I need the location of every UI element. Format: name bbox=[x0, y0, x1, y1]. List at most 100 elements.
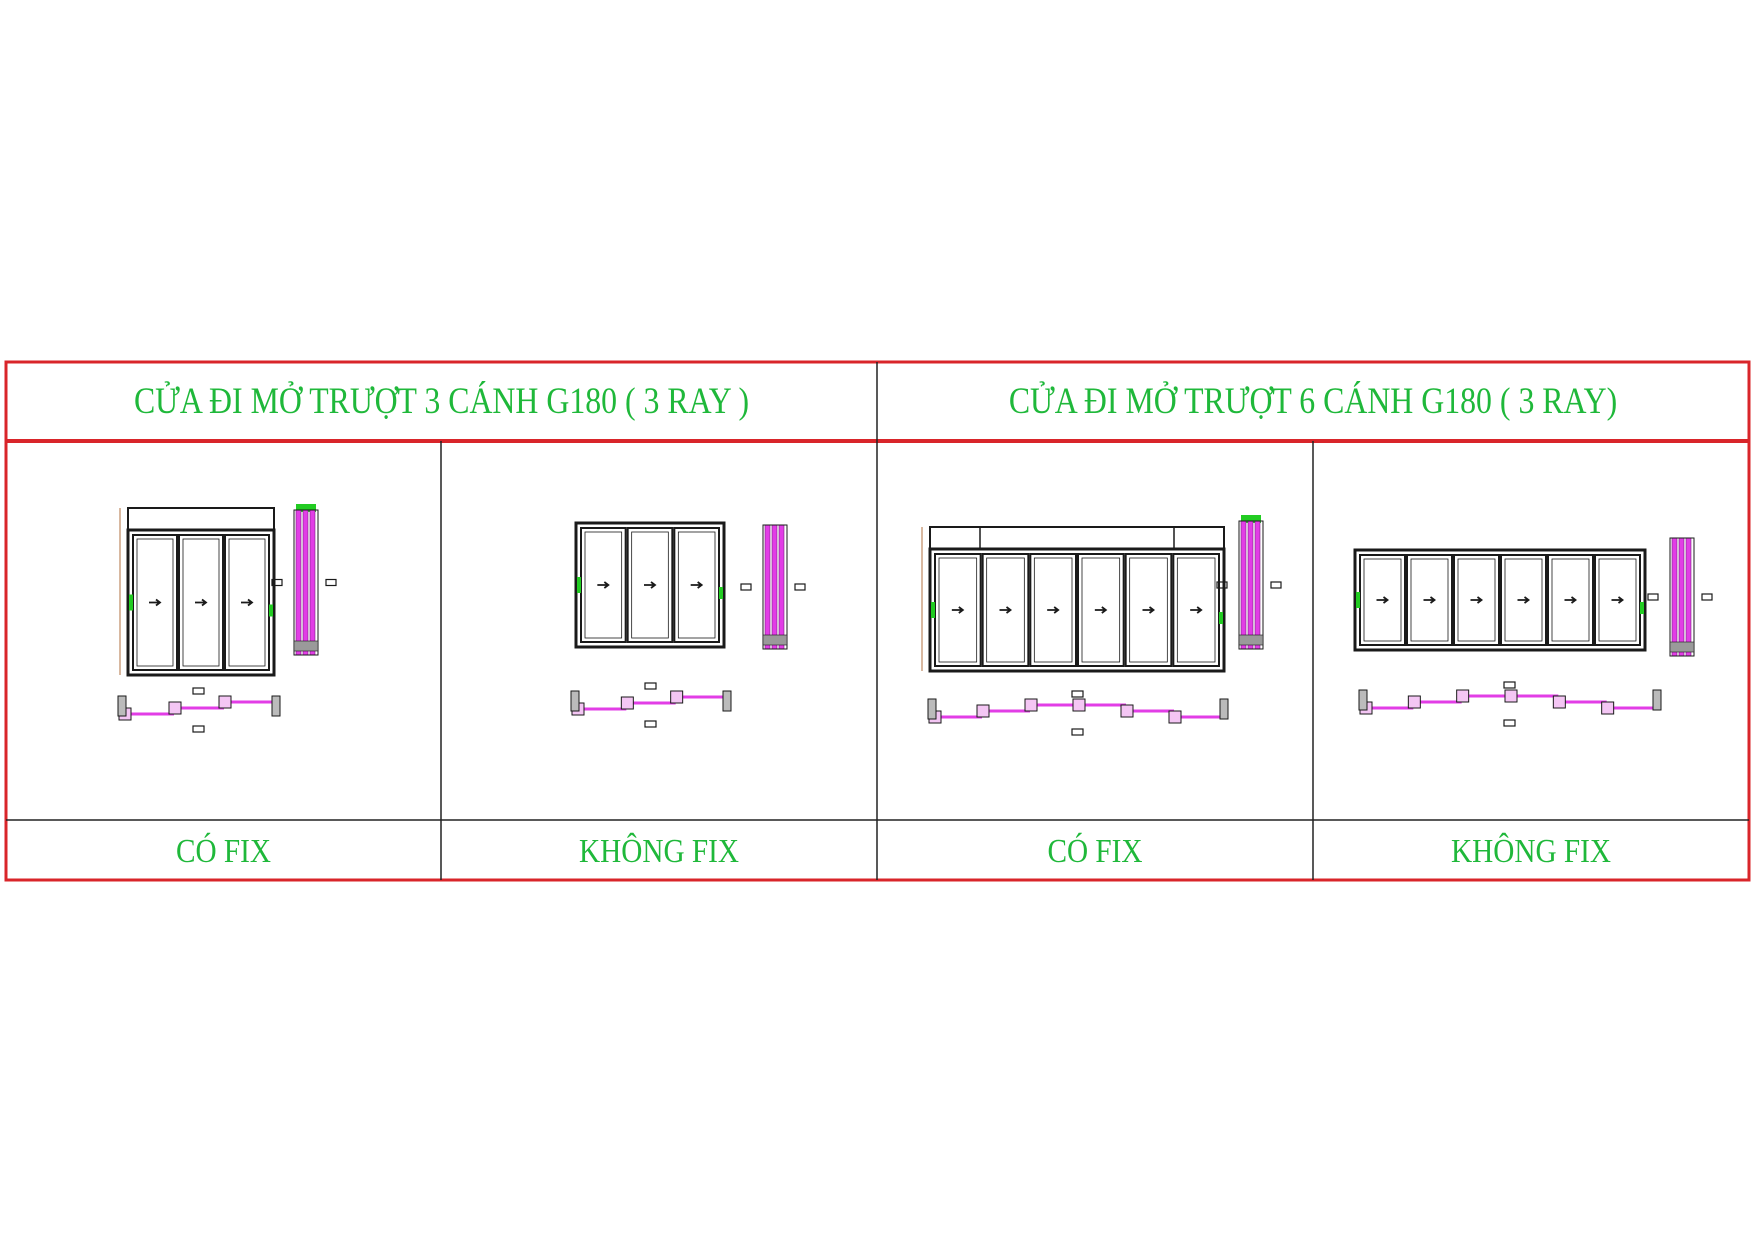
tag-box bbox=[644, 720, 657, 728]
tag-box bbox=[1216, 581, 1228, 589]
vertical-section-profile bbox=[295, 509, 302, 656]
arrow-icon bbox=[1611, 596, 1624, 604]
tag-box bbox=[644, 682, 657, 690]
plan-jamb bbox=[117, 695, 127, 717]
sliding-leaf bbox=[1029, 553, 1078, 667]
header-title-6-leaf: CỬA ĐI MỞ TRƯỢT 6 CÁNH G180 ( 3 RAY) bbox=[1008, 381, 1618, 422]
leaf-glass bbox=[1457, 558, 1496, 642]
arrow-icon bbox=[149, 598, 162, 607]
leaf-glass bbox=[228, 538, 266, 667]
handle-icon bbox=[931, 602, 935, 618]
table-grid bbox=[4, 360, 1751, 882]
tag-box bbox=[1701, 593, 1713, 601]
vertical-section-profile bbox=[1685, 537, 1692, 657]
sliding-leaf bbox=[1124, 553, 1173, 667]
arrow-icon bbox=[999, 606, 1012, 614]
panel-drawing-1 bbox=[117, 504, 337, 733]
vertical-section-profile bbox=[771, 524, 778, 650]
tag-box bbox=[192, 687, 205, 695]
outer-frame bbox=[574, 521, 726, 649]
sliding-leaf bbox=[981, 553, 1030, 667]
vertical-section-outline bbox=[1669, 537, 1695, 657]
handle-icon bbox=[1219, 612, 1223, 624]
plan-section-joint bbox=[976, 704, 990, 718]
plan-section-joint bbox=[620, 696, 634, 710]
arrow-icon bbox=[1517, 596, 1530, 604]
leaf-glass bbox=[1363, 558, 1402, 642]
arrow-icon bbox=[1190, 606, 1203, 614]
vertical-section-profile bbox=[764, 524, 771, 650]
leaf-glass bbox=[677, 531, 716, 639]
handle-icon bbox=[1356, 592, 1360, 608]
plan-section-joint bbox=[1168, 710, 1182, 724]
sill-profile bbox=[1238, 634, 1264, 646]
plan-section-joint bbox=[1120, 704, 1134, 718]
tag-box bbox=[1647, 593, 1659, 601]
sliding-leaf bbox=[1594, 554, 1641, 646]
vertical-section-profile bbox=[778, 524, 785, 650]
vertical-section-profile bbox=[1247, 520, 1254, 650]
leaf-glass bbox=[136, 538, 174, 667]
panel-label-3: CÓ FIX bbox=[1047, 833, 1143, 870]
leaf-glass bbox=[1129, 557, 1168, 663]
sliding-leaf bbox=[1547, 554, 1594, 646]
arrow-icon bbox=[1564, 596, 1577, 604]
arrow-icon bbox=[644, 581, 657, 589]
leaf-glass bbox=[986, 557, 1025, 663]
plan-section-joint bbox=[1407, 695, 1421, 709]
panel-label-4: KHÔNG FIX bbox=[1450, 833, 1612, 870]
arrow-icon bbox=[1094, 606, 1108, 614]
panel-drawing-3 bbox=[921, 515, 1282, 736]
sliding-leaf bbox=[1406, 554, 1453, 646]
leaf-glass bbox=[1504, 558, 1543, 642]
leaf-glass bbox=[1081, 557, 1121, 663]
fixed-transom bbox=[127, 507, 275, 531]
tag-box bbox=[1503, 719, 1516, 727]
plan-jamb bbox=[1219, 698, 1229, 720]
arrow-icon bbox=[241, 598, 254, 607]
plan-section-joint bbox=[1072, 698, 1086, 712]
leaf-glass bbox=[938, 557, 978, 663]
panel-drawing-4 bbox=[1353, 537, 1713, 727]
plan-section-joint bbox=[1552, 695, 1566, 709]
vertical-section-profile bbox=[1671, 537, 1678, 657]
outer-frame bbox=[1353, 548, 1647, 652]
plan-section-joint bbox=[168, 701, 182, 715]
sliding-leaf bbox=[178, 534, 224, 671]
handle-icon bbox=[269, 604, 273, 617]
plan-section-joint bbox=[1024, 698, 1038, 712]
leaf-glass bbox=[1598, 558, 1637, 642]
handle-icon bbox=[1640, 602, 1644, 614]
tag-box bbox=[1071, 690, 1084, 698]
sliding-leaf bbox=[224, 534, 270, 671]
leaf-glass bbox=[631, 531, 669, 639]
vertical-section-profile bbox=[1240, 520, 1247, 650]
arrow-icon bbox=[1423, 596, 1436, 604]
arrow-icon bbox=[951, 606, 965, 614]
sliding-leaf bbox=[1077, 553, 1125, 667]
arrow-icon bbox=[597, 581, 610, 589]
plan-jamb bbox=[570, 690, 580, 712]
leaf-glass bbox=[1410, 558, 1449, 642]
panel-label-2: KHÔNG FIX bbox=[578, 833, 740, 870]
vertical-section-profile bbox=[302, 509, 309, 656]
handle-icon bbox=[577, 577, 581, 593]
handle-icon bbox=[129, 594, 133, 611]
arrow-icon bbox=[1047, 606, 1060, 614]
tag-box bbox=[1071, 728, 1084, 736]
panel-drawing-2 bbox=[570, 521, 806, 728]
head-profile bbox=[296, 504, 316, 512]
outer-frame bbox=[126, 528, 276, 677]
leaf-glass bbox=[584, 531, 623, 639]
leaf-glass bbox=[1033, 557, 1073, 663]
plan-section-joint bbox=[670, 690, 684, 704]
sliding-leaf bbox=[626, 527, 674, 643]
tag-box bbox=[740, 583, 752, 591]
tag-box bbox=[271, 578, 283, 587]
plan-jamb bbox=[271, 695, 281, 717]
arrow-icon bbox=[1470, 596, 1483, 604]
tag-box bbox=[192, 725, 205, 733]
sliding-leaf bbox=[1500, 554, 1547, 646]
plan-section-joint bbox=[1504, 689, 1518, 703]
